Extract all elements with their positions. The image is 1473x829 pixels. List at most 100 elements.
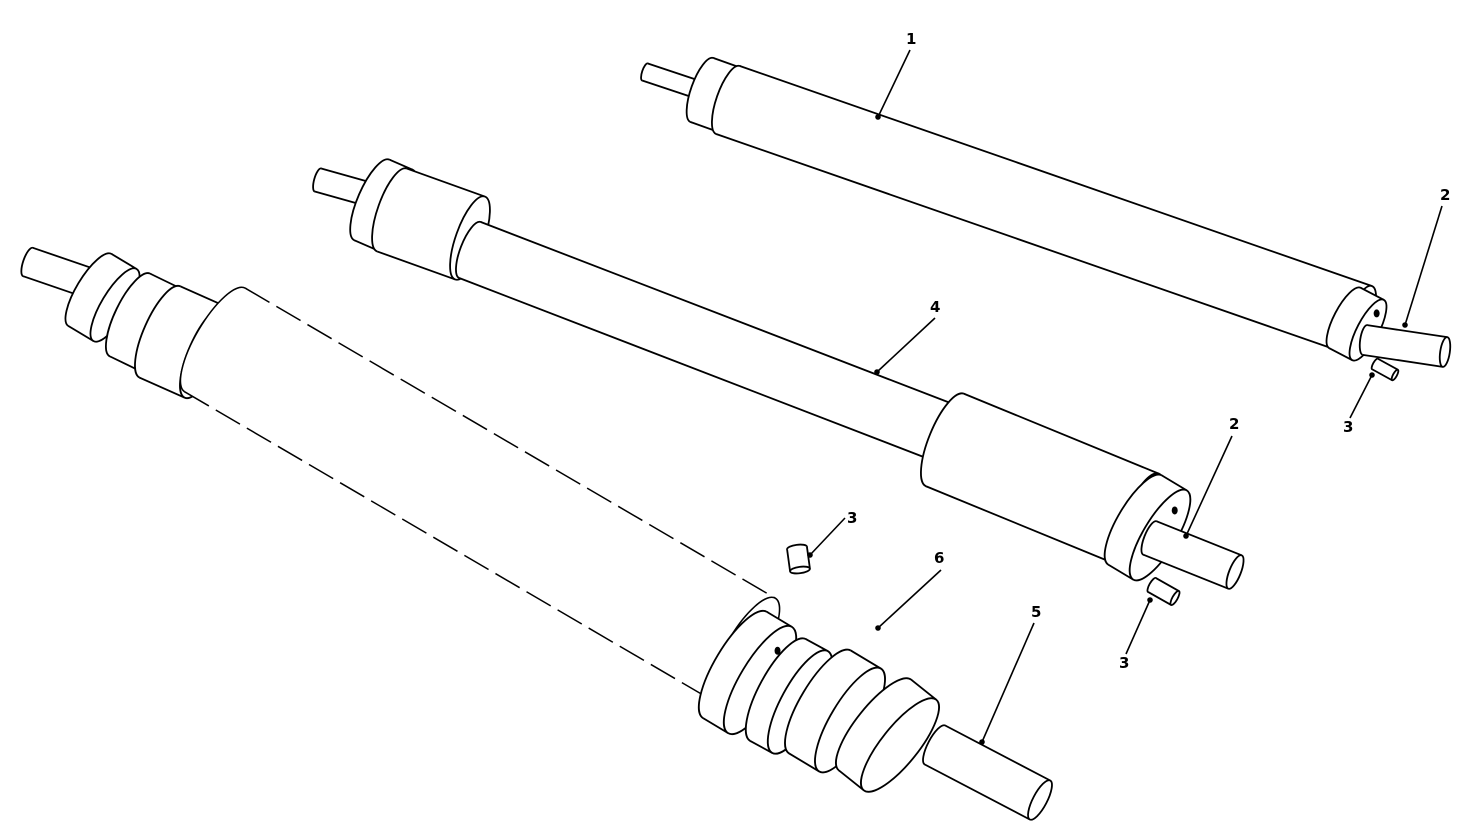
- roller-3-tube-edge-top: [184, 391, 716, 703]
- callout-labels: 1 2 3 4 2 3 3 6 5: [847, 30, 1450, 672]
- callout-2-middle: 2: [1229, 415, 1239, 433]
- roller-2-left-hub-edge-bottom: [406, 167, 486, 198]
- leader-4-dot: [874, 369, 880, 375]
- roller-3-tube-body: [184, 288, 776, 702]
- callout-2-top: 2: [1440, 186, 1450, 204]
- roller-2-tube-edge-top: [458, 277, 940, 464]
- roller-3-bearing-a: [697, 609, 798, 736]
- leader-3-bottom-dot: [807, 552, 813, 558]
- roller-3-ring-b-edge-top: [139, 376, 186, 399]
- roller-3-end-cap-edge-top: [838, 769, 865, 791]
- roller-3-right-shaft-right-end: [1027, 779, 1053, 821]
- leader-3-middle-dot: [1147, 597, 1153, 603]
- roller-1-right-cap-body: [1329, 287, 1384, 361]
- grease-fitting-top-edge-top: [1371, 368, 1393, 382]
- roller-3-end-cap-edge-bottom: [910, 679, 937, 701]
- parts-layer: [20, 56, 1452, 821]
- leader-4: [876, 317, 936, 373]
- roller-1-right-cap-oil-hole: [1373, 309, 1380, 318]
- roller-3-bearing-a-oil-hole: [774, 646, 781, 655]
- leader-3-bottom: [809, 517, 846, 556]
- roller-2-right-shaft-body: [1143, 521, 1242, 589]
- grease-fitting-bottom-body: [787, 546, 810, 572]
- roller-2-right-hub-body: [926, 393, 1159, 567]
- roller-3-ring-c-edge-top: [749, 740, 773, 754]
- roller-3-left-shaft-edge-bottom: [32, 246, 101, 272]
- roller-3-right-shaft-edge-top: [924, 763, 1031, 821]
- roller-2-right-shaft-edge-top: [1142, 553, 1229, 590]
- roller-2-left-cap-edge-bottom: [389, 158, 413, 171]
- leader-5: [981, 622, 1035, 743]
- roller-2-right-cap-edge-bottom: [1161, 474, 1188, 492]
- leader-3-top: [1349, 374, 1373, 419]
- roller-2-right-shaft-right-end: [1225, 554, 1245, 590]
- callout-4: 4: [930, 298, 940, 316]
- callout-3-bottom: 3: [847, 509, 857, 527]
- grease-fitting-top-right-end: [1390, 368, 1400, 382]
- leader-1-dot: [875, 114, 881, 120]
- roller-2-tube-body: [459, 222, 961, 463]
- grease-fitting-top-body: [1372, 358, 1398, 381]
- roller-2-tube-edge-bottom: [480, 221, 962, 408]
- leader-6-dot: [875, 625, 881, 631]
- roller-1-right-shaft-edge-top: [1362, 353, 1443, 368]
- roller-1-right-shaft: [1358, 324, 1452, 368]
- grease-fitting-bottom-edge-top: [786, 549, 791, 572]
- leader-3-top-dot: [1369, 372, 1375, 378]
- grease-fitting-bottom: [786, 543, 811, 575]
- roller-2-right-shaft: [1140, 520, 1245, 590]
- roller-3-ring-d-edge-top: [788, 752, 820, 773]
- grease-fitting-middle-right-end: [1169, 590, 1181, 606]
- roller-1-tube-body: [716, 66, 1372, 354]
- roller-3-end-cap: [835, 677, 940, 793]
- grease-fitting-top: [1370, 357, 1400, 382]
- roller-3-ring-d: [784, 648, 886, 774]
- roller-3-tube-edge-bottom: [244, 287, 776, 599]
- leader-2-middle-dot: [1183, 533, 1189, 539]
- callout-3-top: 3: [1343, 418, 1353, 436]
- roller-3-left-cap: [64, 252, 141, 343]
- roller-1-right-shaft-right-end: [1438, 336, 1452, 368]
- roller-3-right-shaft-body: [924, 725, 1051, 820]
- roller-3-bearing-a-edge-bottom: [766, 611, 793, 628]
- grease-fitting-top-edge-bottom: [1377, 357, 1399, 371]
- roller-2-right-cap-oil-hole: [1171, 506, 1178, 515]
- roller-2-right-cap-edge-top: [1107, 563, 1134, 581]
- leader-lines: [807, 49, 1443, 745]
- leader-5-dot: [979, 739, 985, 745]
- grease-fitting-middle-edge-bottom: [1155, 577, 1180, 592]
- leader-2-middle: [1185, 435, 1233, 537]
- roller-1-tube-edge-top: [715, 133, 1349, 355]
- leader-3-middle: [1125, 599, 1151, 655]
- callout-6: 6: [934, 549, 944, 567]
- roller-3-right-shaft-edge-bottom: [944, 724, 1051, 782]
- roller-3-ring-c-edge-bottom: [805, 638, 829, 652]
- grease-fitting-middle-edge-top: [1147, 591, 1172, 606]
- roller-1-right-cap-edge-bottom: [1360, 287, 1385, 301]
- roller-1-tube: [711, 64, 1377, 356]
- roller-3-right-shaft: [922, 724, 1053, 821]
- grease-fitting-bottom-edge-bottom: [806, 546, 811, 569]
- roller-3-ring-b-body: [139, 286, 226, 398]
- roller-2-tube: [455, 220, 965, 465]
- roller-2-right-hub-edge-top: [925, 485, 1122, 568]
- callout-5: 5: [1031, 603, 1041, 621]
- roller-3-left-cap-edge-top: [67, 325, 94, 342]
- roller-3-ring-d-edge-bottom: [850, 649, 882, 670]
- roller-1-right-cap-edge-top: [1328, 347, 1353, 361]
- grease-fitting-middle: [1146, 577, 1181, 606]
- grease-fitting-bottom-right-end: [789, 565, 811, 575]
- roller-3-left-cap-edge-bottom: [111, 253, 138, 270]
- roller-2-right-hub-edge-bottom: [963, 392, 1160, 475]
- roller-3-bearing-a-edge-top: [702, 717, 729, 734]
- leader-2-top-dot: [1402, 322, 1408, 328]
- roller-3-end-cap-right-end: [860, 697, 940, 793]
- callout-3-middle: 3: [1119, 654, 1129, 672]
- roller-2-right-shaft-edge-bottom: [1156, 520, 1243, 557]
- leader-2-top: [1404, 205, 1443, 326]
- callout-1: 1: [906, 30, 916, 48]
- roller-3-left-cap-body: [68, 253, 137, 342]
- leader-1: [877, 49, 911, 118]
- roller-1-tube-edge-bottom: [739, 65, 1373, 287]
